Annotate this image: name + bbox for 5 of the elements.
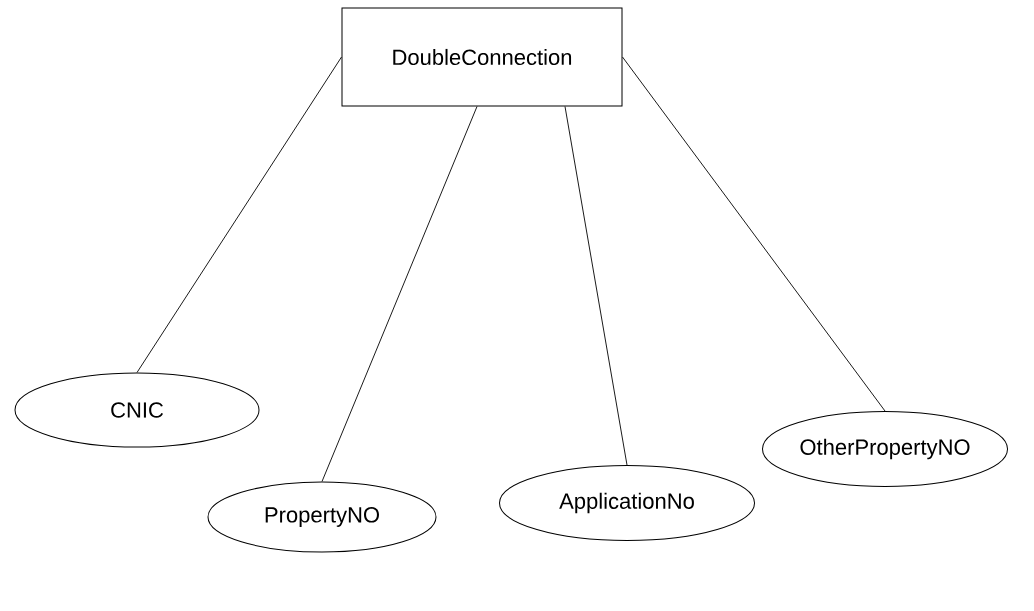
connector-line (622, 56, 886, 412)
entity-box: DoubleConnection (341, 7, 623, 107)
connector-line (136, 56, 342, 373)
connector-line (321, 106, 478, 482)
connector-line (564, 106, 628, 466)
